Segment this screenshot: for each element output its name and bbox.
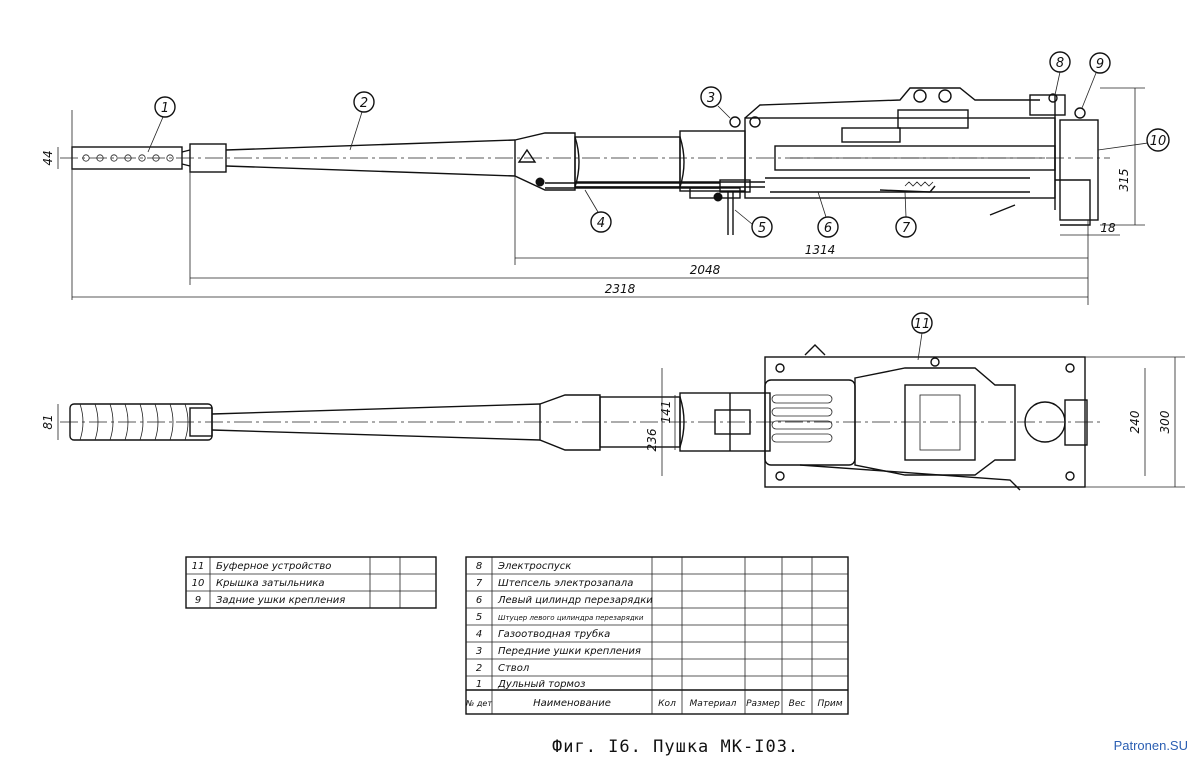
receiver-side <box>729 87 1099 226</box>
receiver-top <box>764 344 1088 491</box>
left-row-num: 9 <box>195 595 201 606</box>
right-row-num: 4 <box>476 629 482 640</box>
parts-table: 11 Буферное устройство 10 Крышка затыльн… <box>185 556 849 715</box>
header-num: № дет <box>465 699 492 708</box>
dimension-labels: 44 1314 2048 2318 315 18 81 236 141 240 … <box>41 150 1172 451</box>
left-row-name: Крышка затыльника <box>216 578 325 589</box>
callouts: 1 2 3 4 5 6 7 8 9 10 11 <box>147 51 1170 361</box>
left-row-num: 11 <box>192 561 205 572</box>
callout-7: 7 <box>902 221 911 236</box>
callout-2: 2 <box>360 96 368 111</box>
callout-5: 5 <box>758 221 766 236</box>
dim-2318: 2318 <box>605 282 636 296</box>
dim-muzzle-height: 44 <box>41 150 55 165</box>
callout-4: 4 <box>597 216 605 231</box>
right-row-name: Дульный тормоз <box>497 679 585 690</box>
callout-9: 9 <box>1096 57 1104 72</box>
header-material: Материал <box>690 699 737 709</box>
right-row-num: 1 <box>476 679 482 690</box>
barrel-top <box>60 392 1100 452</box>
right-row-name: Газоотводная трубка <box>498 628 610 640</box>
dim-141: 141 <box>659 401 673 424</box>
top-view <box>60 344 1100 491</box>
figure-caption: Фиг. I6. Пушка МК-I03. <box>552 737 799 757</box>
callout-10: 10 <box>1150 134 1167 149</box>
dim-1314: 1314 <box>805 243 836 257</box>
dim-300: 300 <box>1158 410 1172 433</box>
right-row-name: Штепсель электрозапала <box>498 578 633 589</box>
gas-tube-side <box>535 177 765 235</box>
top-dimensions <box>57 356 1185 488</box>
dim-81: 81 <box>41 414 55 429</box>
right-row-name: Штуцер левого цилиндра перезарядки <box>498 614 644 622</box>
left-row-name: Буферное устройство <box>216 561 331 572</box>
right-row-num: 8 <box>476 561 482 572</box>
callout-6: 6 <box>824 221 832 236</box>
header-qty: Кол <box>658 699 676 709</box>
right-row-name: Передние ушки крепления <box>498 646 641 657</box>
dim-2048: 2048 <box>690 263 721 277</box>
callout-3: 3 <box>707 91 715 106</box>
right-row-name: Ствол <box>498 663 530 674</box>
watermark: Patronen.SU <box>1113 738 1188 753</box>
right-row-num: 5 <box>476 612 482 623</box>
callout-1: 1 <box>161 101 169 116</box>
right-row-name: Левый цилиндр перезарядки <box>497 595 653 606</box>
dim-236: 236 <box>645 428 659 451</box>
left-row-name: Задние ушки крепления <box>216 595 345 606</box>
right-row-num: 7 <box>476 578 483 589</box>
side-view <box>60 87 1110 235</box>
dim-240: 240 <box>1128 410 1142 433</box>
side-dimensions <box>57 87 1145 305</box>
header-size: Размер <box>746 699 780 709</box>
right-row-name: Электроспуск <box>497 561 571 572</box>
right-row-num: 3 <box>476 646 482 657</box>
dim-315: 315 <box>1117 169 1131 192</box>
header-name: Наименование <box>533 698 611 709</box>
callout-8: 8 <box>1056 56 1064 71</box>
left-row-num: 10 <box>192 578 205 589</box>
right-row-num: 2 <box>476 663 482 674</box>
dim-18: 18 <box>1100 221 1116 235</box>
header-weight: Вес <box>789 699 806 709</box>
callout-11: 11 <box>914 317 931 332</box>
header-note: Прим <box>817 699 842 709</box>
right-row-num: 6 <box>476 595 482 606</box>
barrel-jacket-side <box>514 130 746 199</box>
